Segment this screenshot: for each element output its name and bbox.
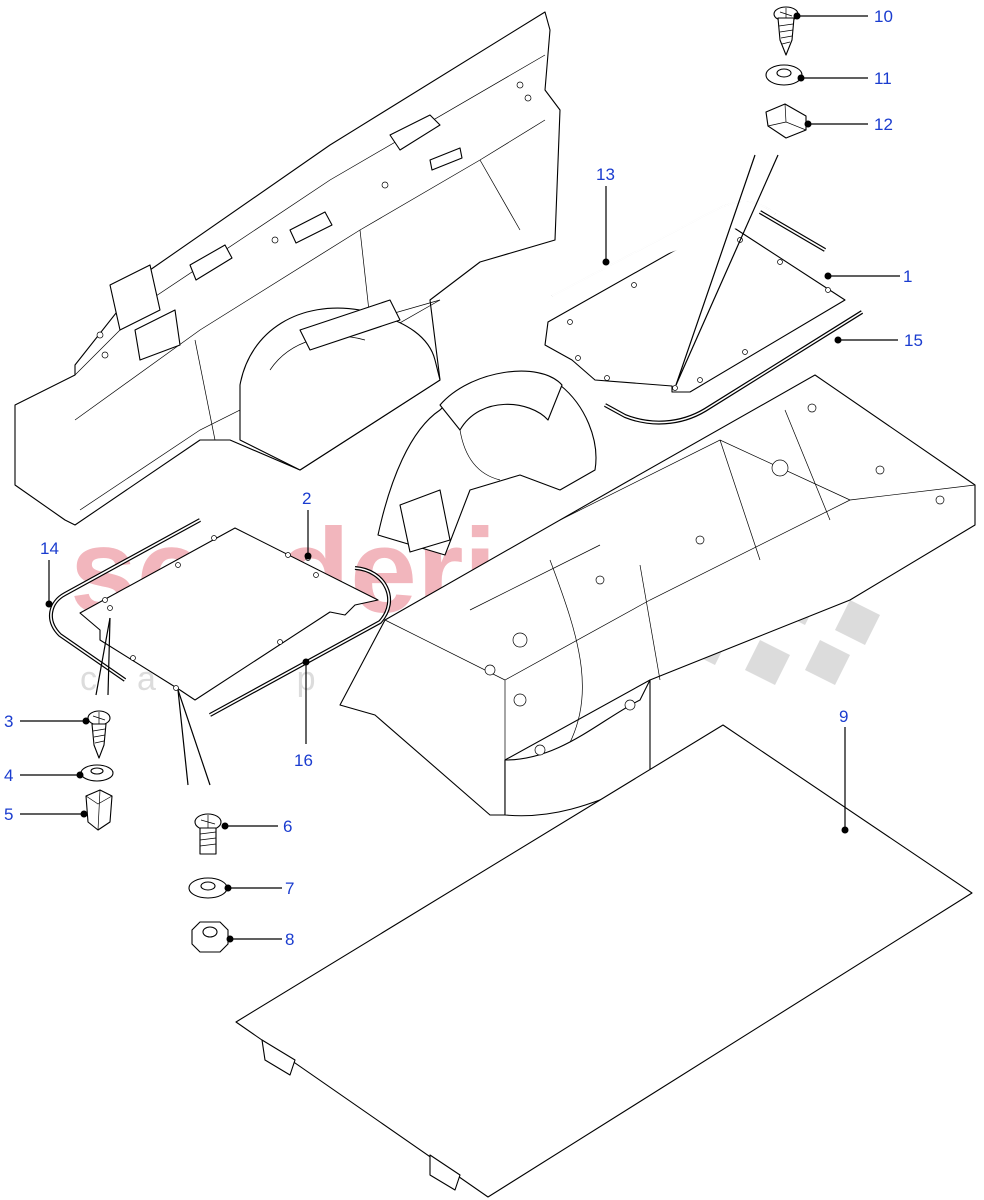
callout-14[interactable]: 14	[40, 539, 59, 558]
bolt-6-icon	[194, 813, 222, 855]
callout-labels: 1 2 3 4 5 6 7 8 9 10 11 12 13 14 15 16	[4, 7, 923, 949]
seal-strip-14	[49, 518, 201, 682]
clip-12-icon	[765, 103, 807, 139]
callout-5[interactable]: 5	[4, 805, 13, 824]
callout-4[interactable]: 4	[4, 766, 13, 785]
nut-8-icon	[191, 921, 229, 953]
seal-strip-15	[604, 310, 864, 425]
callout-11[interactable]: 11	[874, 69, 892, 88]
washer-4-icon	[80, 764, 114, 782]
callout-3[interactable]: 3	[4, 712, 13, 731]
screw-10-icon	[773, 6, 799, 56]
callout-7[interactable]: 7	[285, 879, 294, 898]
callout-leaders	[20, 12, 900, 943]
tunnel-cover	[377, 370, 597, 556]
floor-frame	[339, 374, 976, 817]
callout-9[interactable]: 9	[839, 707, 848, 726]
bulkhead-panel	[14, 11, 561, 526]
washer-11-icon	[765, 64, 803, 86]
clip-5-icon	[85, 789, 113, 831]
callout-1[interactable]: 1	[903, 267, 912, 286]
seal-strip-13	[551, 200, 827, 297]
screw-3-icon	[87, 710, 111, 759]
washer-7-icon	[188, 877, 228, 899]
callout-15[interactable]: 15	[904, 331, 923, 350]
seal-strip-16	[209, 566, 392, 717]
callout-8[interactable]: 8	[285, 930, 294, 949]
callout-16[interactable]: 16	[294, 751, 313, 770]
callout-2[interactable]: 2	[302, 489, 311, 508]
callout-13[interactable]: 13	[596, 165, 615, 184]
floor-mat-1	[544, 221, 846, 393]
callout-12[interactable]: 12	[874, 115, 893, 134]
callout-6[interactable]: 6	[283, 817, 292, 836]
callout-10[interactable]: 10	[874, 7, 893, 26]
floor-mat-9	[235, 724, 973, 1198]
